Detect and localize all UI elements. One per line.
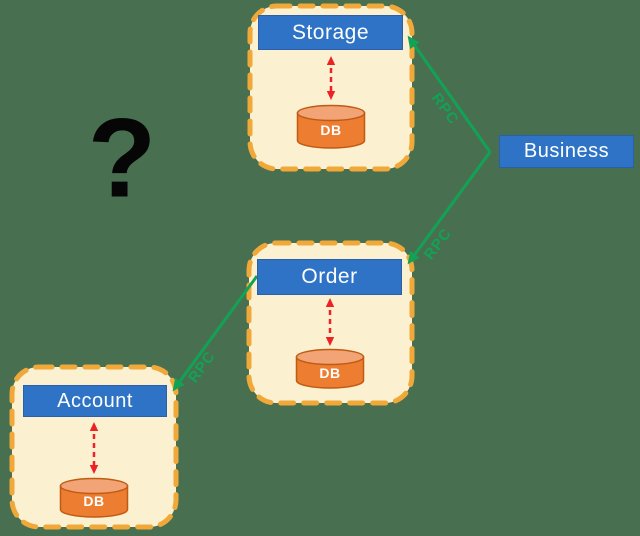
order-db-label: DB xyxy=(319,365,341,381)
rpc-line-order-account xyxy=(172,275,259,392)
rpc-line-business-order xyxy=(407,151,492,265)
order-db-cylinder xyxy=(295,348,365,389)
storage-db-label: DB xyxy=(320,122,342,138)
storage-header: Storage xyxy=(258,15,403,50)
storage-db-cylinder xyxy=(296,104,366,149)
question-mark: ? xyxy=(87,95,157,221)
business-box: Business xyxy=(499,135,634,168)
account-db-cylinder xyxy=(59,477,129,518)
rpc-line-business-storage xyxy=(407,35,492,153)
account-db-label: DB xyxy=(83,493,105,509)
order-header: Order xyxy=(257,259,402,295)
account-header: Account xyxy=(23,385,167,417)
